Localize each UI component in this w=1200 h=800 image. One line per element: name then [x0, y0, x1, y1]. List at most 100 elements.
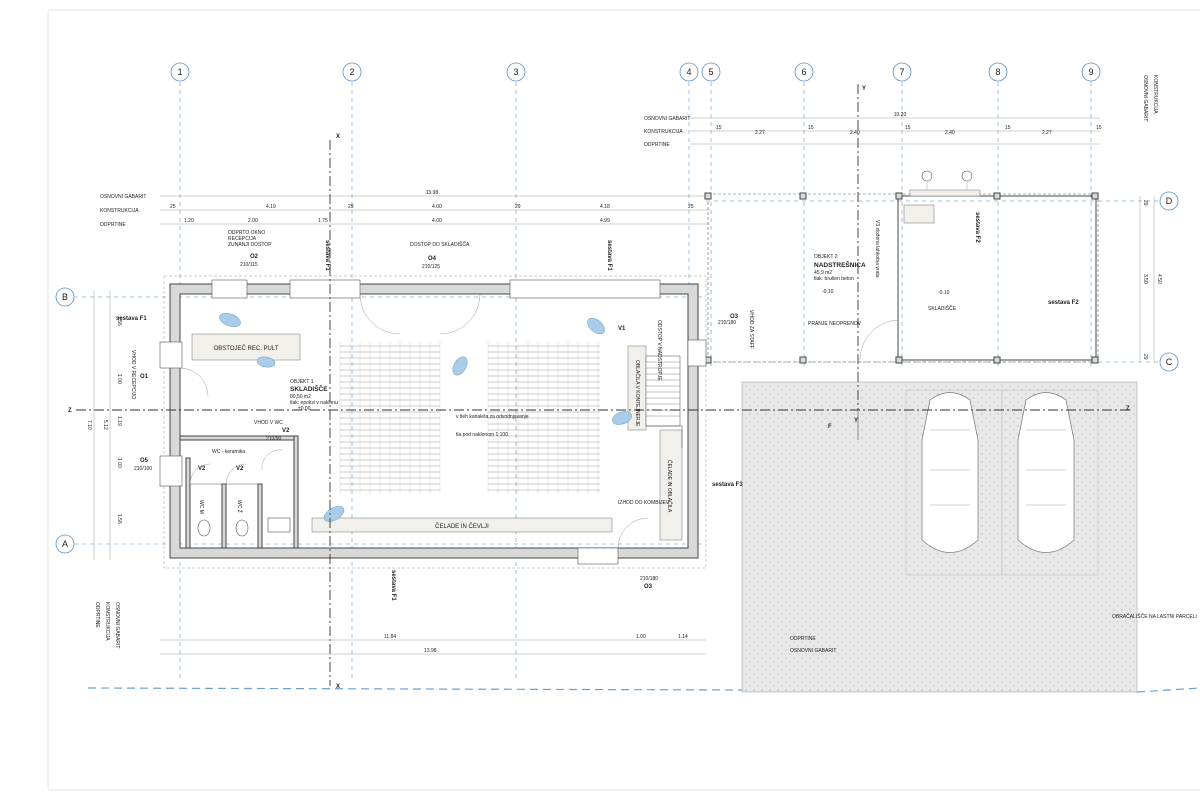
lv-0: 7.10 — [86, 420, 92, 430]
parked-cars — [905, 389, 1099, 576]
grid-row-d: D — [1166, 196, 1173, 206]
label-izhod-kombijev: IZHOD DO KOMBIJEV — [618, 500, 670, 506]
label-v-tleh: v tleh kanaleta za odvodnjavanje — [456, 414, 529, 420]
label-bottom-odprtine: ODPRTINE — [790, 636, 816, 642]
grid-bubbles — [55, 62, 1179, 554]
label-odstop-nadstropje: ODSTOP V NADSTROPJE — [656, 320, 662, 381]
room1-floor: tlak: epoksi v naklonu — [290, 400, 338, 406]
property-boundary — [87, 687, 1200, 693]
rv-0: 4.50 — [1156, 274, 1162, 284]
room2-area: 45,9 m2 — [814, 270, 832, 276]
dim-r-k7: 2.27 — [1042, 130, 1052, 136]
label-zunanji-dostop: ZUNANJI DOSTOP — [228, 242, 272, 248]
dimension-left-vertical: 7.10 5.12 1.56 1.00 1.19 1.00 1.56 — [86, 290, 122, 560]
grid-bubble-row — [55, 534, 75, 554]
grid-bubble-col — [342, 62, 362, 82]
grid-bubble-col — [1081, 62, 1101, 82]
opening-v2-size: 210/90 — [266, 436, 282, 442]
room1-label: OBJEKT 1 — [290, 379, 314, 385]
bottom-val-2: 1.14 — [678, 634, 688, 640]
label-vhod-wc: VHOD V WC — [254, 420, 283, 426]
dim-r-k4: 15 — [905, 125, 911, 131]
room1-area: 80,50 m2 — [290, 394, 311, 400]
grid-col-6: 6 — [801, 67, 806, 77]
label-odprto-okno: ODPRTO OKNO — [228, 230, 265, 236]
grid-row-c: C — [1166, 357, 1173, 367]
axis-y-top: Y — [862, 86, 866, 92]
grid-bubble-row — [1159, 352, 1179, 372]
wc-z-label: WC Ž — [236, 500, 244, 513]
room2-floor: tlak: brušen beton — [814, 276, 854, 282]
grid-col-4: 4 — [686, 67, 691, 77]
opening-o2-size: 210/115 — [240, 262, 258, 268]
bottom-label-konstrukcija: KONSTRUKCIJA — [104, 602, 110, 641]
axis-z-left: Z — [68, 408, 72, 414]
dim-o2: 1.75 — [318, 218, 328, 224]
opening-o4: O4 — [428, 256, 437, 262]
grid-col-9: 9 — [1088, 67, 1093, 77]
dim-r-k8: 15 — [1096, 125, 1102, 131]
dim-label-odprtine: ODPRTINE — [100, 222, 126, 228]
lv-3: 1.00 — [116, 374, 122, 384]
wc-m-label: WC M — [198, 500, 204, 514]
label-vhod-staff: VHOD ZA STAFF — [748, 310, 754, 349]
grid-col-1: 1 — [177, 67, 182, 77]
dim-k3: 4.00 — [432, 204, 442, 210]
helmets-shoes-bench — [311, 517, 613, 533]
dim-label-gabarit: OSNOVNI GABARIT — [100, 194, 146, 200]
label-vhod-recepcijo: VHOD V RECEPCIJO — [130, 350, 136, 399]
lv-6: 1.56 — [116, 514, 122, 524]
grid-bubble-row — [1159, 191, 1179, 211]
label-oblacila-kontejnerje: OBLAČILA V KONTEJNERJE — [634, 360, 641, 427]
sheet-border — [47, 9, 1200, 791]
dim-r-k2: 15 — [808, 125, 814, 131]
label-sestava-f1-left: sestava F1 — [116, 316, 147, 322]
label-bottom-gabarit: OSNOVNI GABARIT — [790, 648, 836, 654]
grid-bubble-col — [170, 62, 190, 82]
room1-level: ±0.00 — [298, 406, 311, 412]
reception-counter — [191, 333, 301, 361]
bottom-total: 13.98 — [424, 648, 437, 654]
grid-bubble-col — [892, 62, 912, 82]
room3-level: -0.10 — [938, 290, 950, 296]
opening-o2: O2 — [250, 254, 259, 260]
opening-o4-size: 210/125 — [422, 264, 440, 270]
dimension-rows-bottom: ODPRTINE KONSTRUKCIJA OSNOVNI GABARIT 11… — [94, 602, 706, 655]
dim-o1: 2.00 — [248, 218, 258, 224]
room2-washing: PRANJE NEOPRENOV — [808, 321, 862, 327]
grid-bubble-row — [55, 287, 75, 307]
opening-v1: V1 — [618, 326, 626, 332]
bottom-label-odprtine: ODPRTINE — [94, 602, 100, 628]
label-sestava-f1-top2: sestava F1 — [606, 240, 612, 271]
opening-o5-size: 210/100 — [134, 466, 152, 472]
dim-r-k3: 2.40 — [850, 130, 860, 136]
label-dostop-skladisca: DOSTOP DO SKLADIŠČA — [410, 241, 470, 248]
grid-bubble-col — [794, 62, 814, 82]
dim-k0: 25 — [170, 204, 176, 210]
dim-o4: 4.99 — [600, 218, 610, 224]
grid-bubble-col — [506, 62, 526, 82]
grid-col-7: 7 — [899, 67, 904, 77]
opening-v2-wc1: V2 — [198, 466, 206, 472]
grid-bubble-col — [988, 62, 1008, 82]
clothing-racks — [339, 342, 600, 494]
opening-o1: O1 — [140, 374, 149, 380]
label-sestava-f2-top: sestava F2 — [974, 212, 980, 243]
lv-2: 1.56 — [116, 316, 122, 326]
bottom-val-0: 11.84 — [384, 634, 396, 640]
canopy-structure — [704, 170, 1099, 364]
section-axes — [76, 84, 1130, 686]
grid-row-a: A — [62, 539, 68, 549]
opening-o3-size: 210/180 — [718, 320, 736, 326]
people-figures — [219, 312, 632, 522]
rv-3: 29 — [1142, 354, 1148, 360]
dim-r-k6: 15 — [1005, 125, 1011, 131]
grid-row-labels: B A D C — [62, 196, 1173, 549]
opening-v2-main: V2 — [282, 428, 290, 434]
dim-k4: 29 — [515, 204, 521, 210]
opening-o3-right: O3 — [730, 314, 739, 320]
dim-label-konstrukcija: KONSTRUKCIJA — [100, 208, 139, 214]
reception-counter-label: OBSTOJEČ REC. PULT — [214, 345, 279, 352]
opening-v2-wc2: V2 — [236, 466, 244, 472]
opening-o5: O5 — [140, 458, 149, 464]
